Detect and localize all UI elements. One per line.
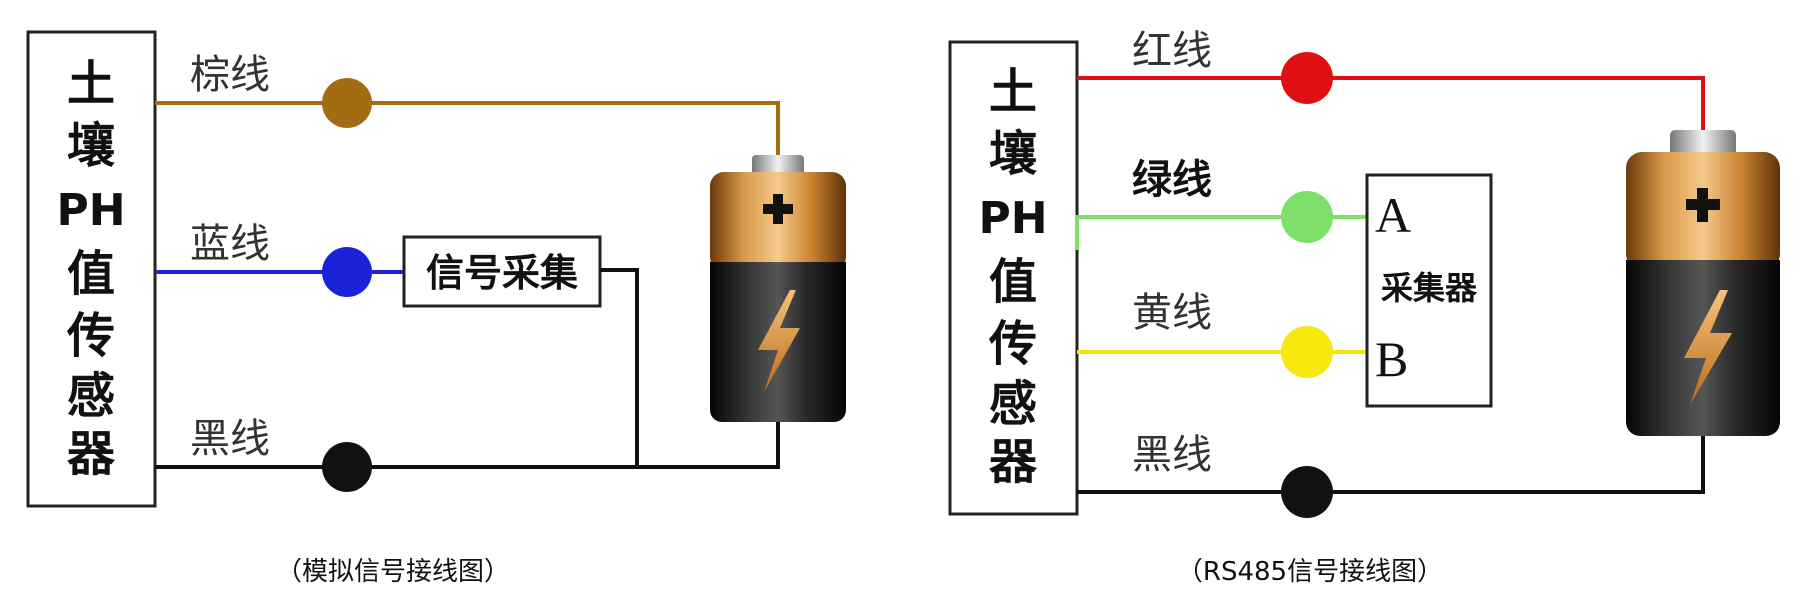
- green-wire-label: 绿线: [1132, 157, 1212, 203]
- sensor-char: 传: [66, 308, 115, 364]
- sensor-char: 土: [67, 56, 115, 112]
- blue-wire-label: 蓝线: [190, 221, 270, 267]
- sensor-char: 土: [989, 64, 1037, 120]
- sensor-char: 传: [988, 316, 1037, 372]
- sensor-label: 土 壤 PH 值 传 感 器: [56, 56, 125, 482]
- green-wire-terminal: [1281, 191, 1333, 243]
- sensor-char: PH: [56, 185, 125, 236]
- sensor-char: 壤: [67, 118, 115, 174]
- black-wire-label: 黑线: [190, 416, 270, 462]
- analog-caption: （模拟信号接线图）: [276, 557, 510, 587]
- sensor-char: 器: [67, 426, 116, 482]
- blue-wire-terminal: [322, 247, 372, 297]
- analog-diagram: 土 壤 PH 值 传 感 器 棕线 蓝线 信号采集 黑线: [26, 30, 846, 587]
- brown-wire-label: 棕线: [190, 52, 270, 98]
- sensor-char: 感: [989, 376, 1037, 432]
- terminal-a-label: A: [1375, 187, 1411, 243]
- rs485-diagram: 土 壤 PH 值 传 感 器 红线 绿线 黄线 A 采集器 B 黑线: [948, 28, 1780, 587]
- red-wire: [1077, 76, 1705, 132]
- battery: [1626, 130, 1780, 436]
- sensor-box: [26, 30, 157, 508]
- yellow-wire-label: 黄线: [1132, 290, 1212, 336]
- collector-box: [1365, 173, 1493, 408]
- red-wire-label: 红线: [1132, 28, 1212, 74]
- sensor-char: 器: [989, 434, 1038, 490]
- lightning-icon: [758, 290, 800, 392]
- terminal-b-label: B: [1375, 331, 1408, 387]
- rs485-caption: （RS485信号接线图）: [1177, 557, 1443, 587]
- battery: [710, 155, 846, 422]
- black-wire-terminal: [1281, 466, 1333, 518]
- sensor-char: 感: [67, 368, 115, 424]
- black-wire-terminal: [322, 442, 372, 492]
- brown-wire-terminal: [322, 78, 372, 128]
- sensor-char: PH: [978, 193, 1047, 244]
- plus-icon: [763, 194, 793, 224]
- signal-collector-label: 信号采集: [426, 251, 578, 295]
- sensor-char: 壤: [989, 126, 1037, 182]
- yellow-wire-terminal: [1281, 326, 1333, 378]
- plus-icon: [1686, 188, 1720, 222]
- sensor-char: 值: [989, 254, 1037, 310]
- battery-cap: [1670, 130, 1736, 156]
- signal-collector-box: [402, 235, 602, 308]
- red-wire-terminal: [1281, 52, 1333, 104]
- battery-cap: [752, 155, 804, 175]
- lightning-icon: [1684, 290, 1732, 405]
- brown-wire: [155, 101, 780, 158]
- sensor-char: 值: [67, 246, 115, 302]
- sensor-label: 土 壤 PH 值 传 感 器: [978, 64, 1047, 490]
- black-wire-label: 黑线: [1132, 432, 1212, 478]
- collector-label: 采集器: [1381, 269, 1478, 307]
- sensor-box: [948, 40, 1079, 516]
- green-wire: [1075, 215, 1367, 250]
- collector-return-wire: [600, 268, 639, 467]
